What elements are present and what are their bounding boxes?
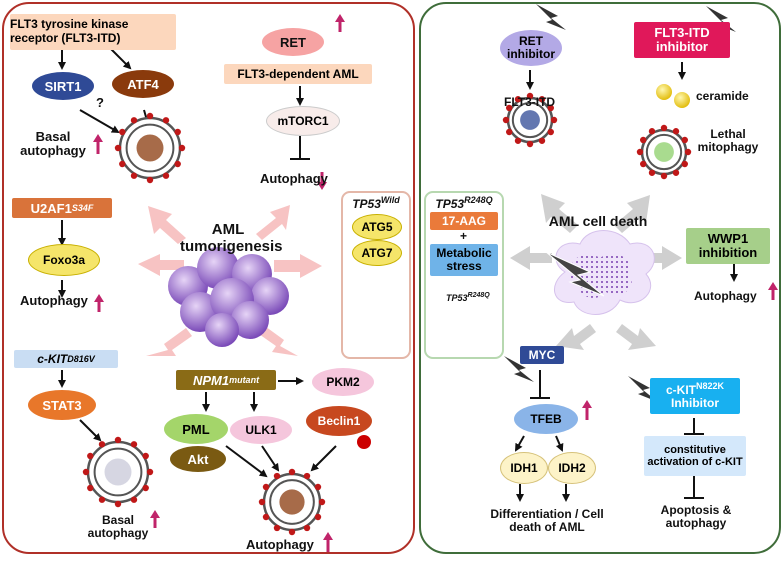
tp53-wild-label: TP53Wild — [352, 195, 400, 211]
stat3-node: STAT3 — [28, 390, 96, 420]
autophagosome-icon — [502, 92, 558, 148]
gray-arrow-e — [640, 246, 682, 270]
connectors — [58, 47, 738, 502]
gray-arrow-sw — [556, 324, 596, 350]
autophagy-foxo-label: Autophagy — [20, 293, 88, 308]
pink-arrow-nw — [148, 206, 186, 244]
atf4-node: ATF4 — [112, 70, 174, 98]
pkm2-node: PKM2 — [312, 368, 374, 396]
pink-arrow-w — [138, 254, 184, 276]
gray-arrow-w — [510, 246, 552, 270]
pink-arrow-e — [274, 254, 322, 278]
ckit-inhibitor-box: c-KITN822K Inhibitor — [650, 378, 740, 414]
flt3-receptor-label: FLT3 tyrosine kinase receptor (FLT3-ITD) — [10, 17, 129, 45]
wwp1-box: WWP1 inhibition — [686, 228, 770, 264]
autophagy-mtorc-label: Autophagy — [260, 171, 328, 186]
aml-cell-death-blob — [545, 230, 655, 315]
plus-sign: + — [460, 229, 468, 243]
ret-inhibitor-node: RET inhibitor — [500, 30, 562, 66]
foxo3a-node: Foxo3a — [28, 244, 100, 276]
differentiation-label: Differentiation / Cell death of AML — [490, 507, 604, 535]
sirt1-node: SIRT1 — [32, 72, 94, 100]
aml-cell-death-title: AML cell death — [548, 213, 648, 229]
aml-cell-cluster — [168, 247, 289, 347]
lightning-icon-myc — [504, 356, 534, 382]
flt3-itd-label: FLT3-ITD — [504, 95, 556, 109]
tp53-small-label: TP53R248Q — [446, 292, 490, 303]
flt3-dependent-aml-box: FLT3-dependent AML — [224, 64, 372, 84]
atg5-node: ATG5 — [352, 214, 402, 240]
pink-arrow-sw — [146, 328, 192, 356]
mtorc1-node: mTORC1 — [266, 106, 340, 136]
basal-autophagy-label-2: Basal autophagy — [87, 513, 149, 541]
gray-arrow-nw — [541, 194, 578, 233]
ret-node: RET — [262, 28, 324, 56]
pink-arrows — [138, 205, 322, 356]
ceramide-icon — [656, 84, 690, 108]
lightning-icon-ckit — [628, 376, 658, 402]
lightning-icon-ret — [536, 4, 566, 30]
metabolic-stress-box: Metabolic stress — [430, 244, 498, 276]
aag-box: 17-AAG — [430, 212, 498, 230]
beclin1-ball — [357, 435, 371, 449]
gray-arrow-ne — [614, 195, 650, 233]
constitutive-activation-box: constitutive activation of c-KIT — [644, 436, 746, 476]
tfeb-node: TFEB — [514, 404, 578, 434]
idh2-node: IDH2 — [548, 452, 596, 484]
flt3-itd-inhibitor-box: FLT3-ITD inhibitor — [634, 22, 730, 58]
apoptosis-autophagy-label: Apoptosis & autophagy — [660, 503, 732, 531]
akt-node: Akt — [170, 446, 226, 472]
flt3-receptor-box: FLT3 tyrosine kinase receptor (FLT3-ITD) — [10, 14, 176, 50]
gray-arrow-se — [616, 324, 656, 350]
myc-box: MYC — [520, 346, 564, 364]
gray-arrows — [510, 194, 682, 350]
ulk1-node: ULK1 — [230, 416, 292, 444]
basal-autophagy-label: Basal autophagy — [20, 129, 86, 159]
ceramide-label: ceramide — [696, 89, 749, 103]
lightning-icons — [504, 4, 736, 402]
aml-tumorigenesis-title: AML tumorigenesis — [180, 221, 283, 255]
autophagy-npm-label: Autophagy — [246, 537, 314, 552]
pml-node: PML — [164, 414, 228, 444]
idh1-node: IDH1 — [500, 452, 548, 484]
question-mark: ? — [96, 95, 104, 110]
autophagosome-icon — [258, 468, 326, 536]
autophagosome-icon — [636, 124, 692, 180]
lethal-mitophagy-label: Lethal mitophagy — [697, 127, 759, 155]
autophagosome-icon — [82, 436, 154, 508]
lightning-bolt-icon — [545, 251, 605, 297]
atg7-node: ATG7 — [352, 240, 402, 266]
tp53-r248q-label: TP53R248Q — [435, 195, 493, 211]
autophagy-wwp1-label: Autophagy — [694, 289, 757, 303]
pink-arrow-ne — [256, 205, 290, 240]
autophagosome-icon — [114, 112, 186, 184]
beclin1-node: Beclin1 — [306, 406, 372, 436]
lightning-icon-flt3 — [706, 6, 736, 32]
pink-arrow-se — [256, 324, 298, 356]
